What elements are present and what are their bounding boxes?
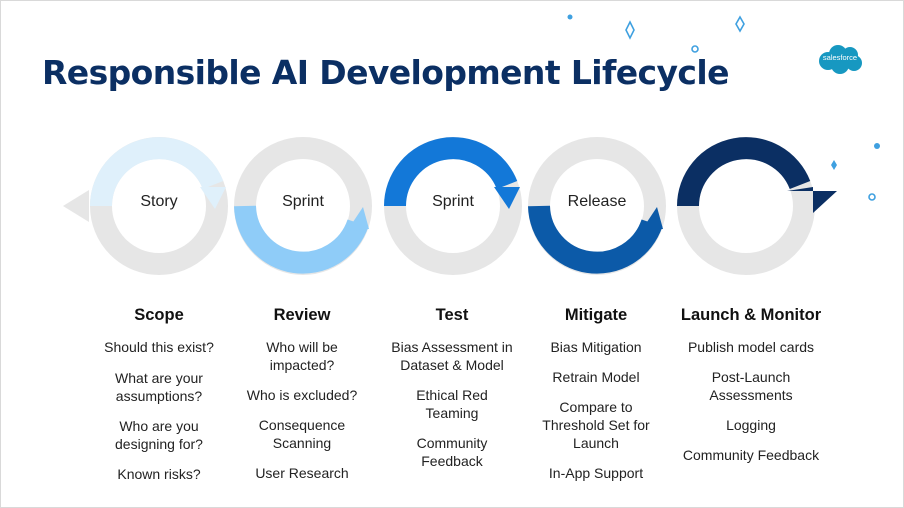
list-item: Who is excluded? <box>246 387 358 403</box>
page-title: Responsible AI Development Lifecycle <box>42 53 729 92</box>
column-launch-monitor: Launch & Monitor Publish model cards Pos… <box>671 306 831 476</box>
list-item: Retrain Model <box>552 369 640 385</box>
salesforce-logo: salesforce <box>816 43 864 75</box>
column-heading: Review <box>273 306 331 324</box>
arc-story <box>90 137 224 207</box>
arc-sprint-1 <box>234 205 369 274</box>
arrowhead-sprint-1-icon <box>347 207 369 231</box>
list-item: Who are you designing for? <box>115 418 203 452</box>
list-item: Ethical Red Teaming <box>416 387 488 421</box>
list-item: Community Feedback <box>682 447 820 463</box>
list-item: Publish model cards <box>687 339 815 355</box>
column-review: Review Who will be impacted? Who is excl… <box>227 306 377 494</box>
stage-label-sprint-1: Sprint <box>282 193 324 210</box>
column-scope: Scope Should this exist? What are your a… <box>84 306 234 495</box>
arrowhead-launch-monitor-icon <box>787 187 837 213</box>
list-item: What are your assumptions? <box>115 370 203 404</box>
column-heading: Scope <box>134 306 184 324</box>
logo-text: salesforce <box>822 53 858 62</box>
arc-launch-monitor <box>677 137 811 207</box>
arrowhead-story-icon <box>200 187 226 209</box>
column-heading: Launch & Monitor <box>680 306 822 324</box>
stage-label-story: Story <box>140 193 178 210</box>
arrowhead-release-icon <box>641 207 663 231</box>
arrowhead-sprint-2-icon <box>494 187 520 209</box>
list-item: Consequence Scanning <box>258 417 346 451</box>
column-heading: Mitigate <box>564 306 628 324</box>
list-item: Known risks? <box>117 466 201 482</box>
stage-label-sprint-2: Sprint <box>432 193 474 210</box>
list-item: Post-Launch Assessments <box>709 369 793 403</box>
colored-arcs <box>90 137 837 274</box>
column-mitigate: Mitigate Bias Mitigation Retrain Model C… <box>521 306 671 494</box>
list-item: Community Feedback <box>416 435 488 469</box>
gray-arrowhead-icon <box>63 190 89 222</box>
list-item: Compare to Threshold Set for Launch <box>542 399 650 451</box>
column-heading: Test <box>435 306 469 324</box>
stage-label-release: Release <box>567 193 627 210</box>
list-item: Should this exist? <box>104 339 214 355</box>
list-item: Bias Assessment in Dataset & Model <box>391 339 513 373</box>
list-item: In-App Support <box>548 465 644 481</box>
list-item: User Research <box>255 465 349 481</box>
arc-release <box>528 205 663 274</box>
arc-sprint-2 <box>384 137 518 207</box>
list-item: Bias Mitigation <box>550 339 642 355</box>
list-item: Who will be impacted? <box>266 339 338 373</box>
list-item: Logging <box>726 417 776 433</box>
cloud-logo-icon <box>819 45 862 74</box>
column-test: Test Bias Assessment in Dataset & Model … <box>377 306 527 482</box>
